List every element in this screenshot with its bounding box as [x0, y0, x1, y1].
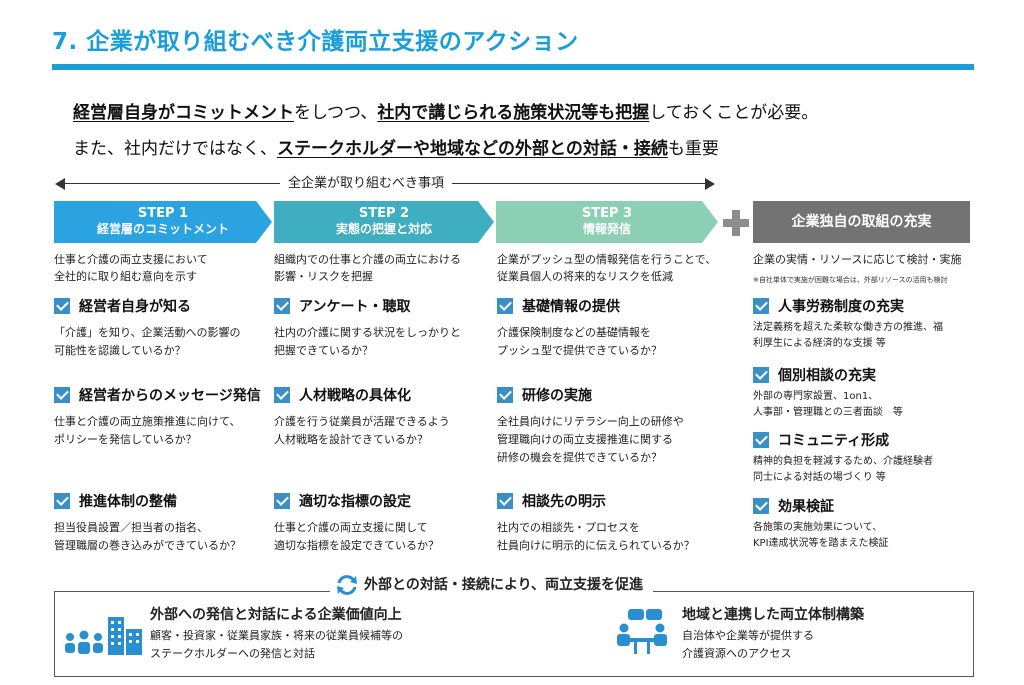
lead-line-2: また、社内だけではなく、ステークホルダーや地域などの外部との対話・接続も重要	[73, 134, 719, 159]
checkbox-icon	[54, 298, 70, 314]
step-1-item-3: 推進体制の整備 担当役員設置／担当者の指名、管理職層の巻き込みができているか？	[54, 493, 241, 552]
step-3-item-3: 相談先の明示 社内での相談先・プロセスを社員向けに明示的に伝えられているか？	[497, 493, 695, 552]
title-underline	[52, 64, 974, 70]
lead-emphasis: 経営層自身がコミットメント	[73, 103, 294, 123]
step-4-note: ※自社単体で実施が困難な場合は、外部リソースの活用も検討	[753, 276, 948, 284]
lead-emphasis: ステークホルダーや地域などの外部との対話・接続	[277, 139, 668, 159]
lead-text: も重要	[667, 139, 719, 159]
step-4-item-4: 効果検証 各施策の実施効果について、KPI達成状況等を踏まえた検証	[753, 498, 889, 549]
meeting-icon	[617, 609, 667, 654]
scope-range-label: 全企業が取り組むべき事項	[280, 172, 453, 191]
checkbox-icon	[753, 367, 769, 383]
lead-text: しておくことが必要。	[649, 103, 819, 123]
step-2-desc: 組織内での仕事と介護の両立における影響・リスクを把握	[274, 253, 461, 283]
checkbox-icon	[54, 387, 70, 403]
plus-icon	[723, 210, 749, 236]
people-and-buildings-icon	[65, 617, 142, 655]
step-3-item-1: 基礎情報の提供 介護保険制度などの基礎情報をプッシュ型で提供できているか？	[497, 298, 662, 357]
checkbox-icon	[274, 493, 290, 509]
checkbox-icon	[497, 298, 513, 314]
step-4-item-1: 人事労務制度の充実 法定義務を超えた柔軟な働き方の推進、福利厚生による経済的な支…	[753, 298, 943, 349]
step-3-desc: 企業がプッシュ型の情報発信を行うことで、従業員個人の将来的なリスクを低減	[497, 253, 717, 283]
checkbox-icon	[54, 493, 70, 509]
cycle-arrows-icon	[337, 575, 357, 595]
checkbox-icon	[753, 498, 769, 514]
step-1-item-2: 経営者からのメッセージ発信 仕事と介護の両立施策推進に向けて、ポリシーを発信して…	[54, 387, 261, 446]
checkbox-icon	[753, 298, 769, 314]
checkbox-icon	[274, 298, 290, 314]
external-value-desc: 顧客・投資家・従業員家族・将来の従業員候補等のステークホルダーへの発信と対話	[150, 629, 403, 660]
lead-emphasis: 社内で講じられる施策状況等も把握	[377, 103, 650, 123]
lead-text: をしつつ、	[294, 103, 378, 123]
checkbox-icon	[753, 432, 769, 448]
external-dialogue-label: 外部との対話・接続により、両立支援を促進	[330, 574, 654, 596]
step-4-banner: 企業独自の取組の充実	[753, 201, 970, 243]
step-4-item-3: コミュニティ形成 精神的負担を軽減するため、介護経験者同士による対話の場づくり …	[753, 432, 933, 483]
regional-system-title: 地域と連携した両立体制構築	[682, 607, 864, 623]
page-title: 7. 企業が取り組むべき介護両立支援のアクション	[52, 29, 579, 55]
step-1-item-1: 経営者自身が知る 「介護」を知り、企業活動への影響の可能性を認識しているか？	[54, 298, 241, 357]
lead-line-1: 経営層自身がコミットメントをしつつ、社内で講じられる施策状況等も把握しておくこと…	[73, 98, 818, 123]
lead-text: また、社内だけではなく、	[73, 139, 277, 159]
step-2-item-1: アンケート・聴取 社内の介護に関する状況をしっかりと把握できているか？	[274, 298, 461, 357]
checkbox-icon	[497, 387, 513, 403]
checkbox-icon	[497, 493, 513, 509]
step-3-item-2: 研修の実施 全社員向けにリテラシー向上の研修や管理職向けの両立支援推進に関する研…	[497, 387, 684, 464]
step-2-item-3: 適切な指標の設定 仕事と介護の両立支援に関して適切な指標を設定できているか？	[274, 493, 439, 552]
step-4-item-2: 個別相談の充実 外部の専門家設置、1on1、人事部・管理職との三者面談 等	[753, 367, 903, 418]
regional-system-desc: 自治体や企業等が提供する介護資源へのアクセス	[682, 629, 814, 660]
checkbox-icon	[274, 387, 290, 403]
step-1-desc: 仕事と介護の両立支援において全社的に取り組む意向を示す	[54, 253, 208, 283]
external-value-title: 外部への発信と対話による企業価値向上	[150, 607, 402, 623]
step-4-desc: 企業の実情・リソースに応じて検討・実施	[753, 253, 962, 266]
step-2-item-2: 人材戦略の具体化 介護を行う従業員が活躍できるよう人材戦略を設計できているか？	[274, 387, 450, 446]
